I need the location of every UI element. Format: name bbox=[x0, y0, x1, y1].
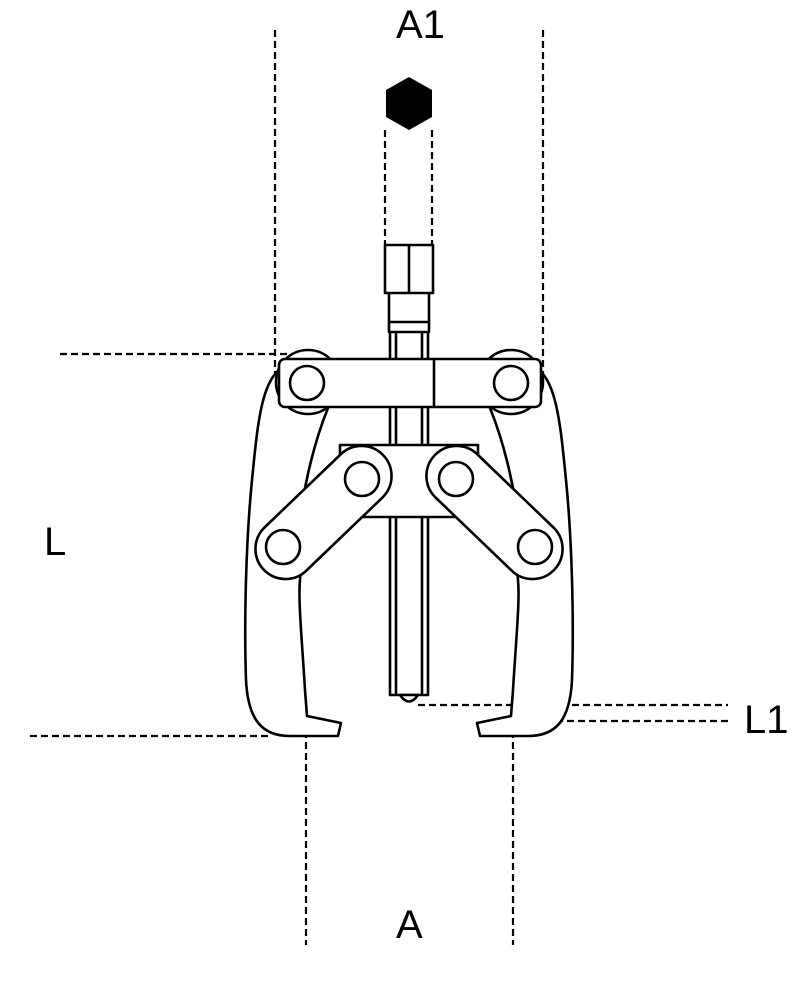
screw-collar bbox=[387, 288, 431, 334]
dimension-label-a: A bbox=[396, 903, 423, 947]
dimension-label-l: L bbox=[44, 520, 67, 564]
dimension-label-l1: L1 bbox=[744, 698, 789, 742]
left-top-pin bbox=[288, 364, 326, 402]
top-crossbar bbox=[277, 357, 543, 409]
right-link bbox=[425, 444, 564, 581]
dimension-lines bbox=[30, 30, 728, 945]
hexagon-icon bbox=[386, 77, 432, 130]
left-link bbox=[254, 444, 393, 581]
screw-tip bbox=[398, 693, 420, 703]
dimension-label-a1: A1 bbox=[396, 3, 445, 47]
right-top-pin bbox=[492, 364, 530, 402]
